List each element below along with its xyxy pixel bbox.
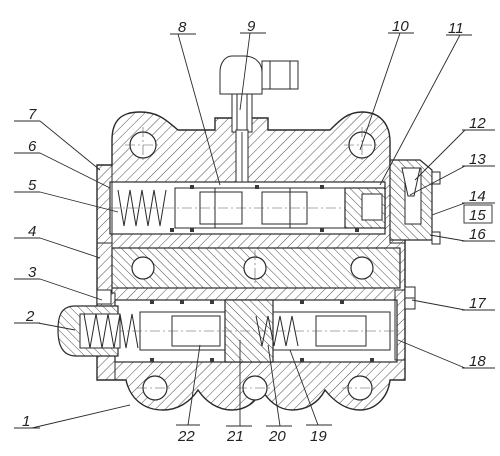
callout-4: 4 (28, 223, 36, 240)
elbow-fitting (219, 55, 299, 183)
leader-lines (14, 32, 495, 429)
callout-10: 10 (392, 18, 409, 35)
callout-14: 14 (469, 188, 486, 205)
callout-box-14-15 (463, 204, 493, 224)
callout-19: 19 (310, 428, 327, 445)
spring-cap (57, 289, 139, 357)
callout-11: 11 (448, 20, 464, 37)
callout-12: 12 (469, 115, 486, 132)
callout-15: 15 (469, 207, 486, 224)
callout-18: 18 (469, 353, 486, 370)
callout-9: 9 (247, 18, 256, 35)
lower-spool (60, 299, 400, 363)
callout-numbers: 1 2 3 4 5 6 7 8 9 10 11 12 13 14 15 16 1… (22, 18, 486, 445)
callout-1: 1 (22, 413, 30, 430)
right-plug (404, 286, 416, 310)
callout-21: 21 (226, 428, 244, 445)
callout-7: 7 (28, 106, 37, 123)
bolt-holes (125, 127, 380, 401)
callout-6: 6 (28, 138, 37, 155)
upper-spool (110, 185, 386, 232)
callout-16: 16 (469, 226, 486, 243)
callout-22: 22 (177, 428, 195, 445)
callout-2: 2 (25, 308, 35, 325)
right-check-valve (389, 159, 441, 245)
callout-8: 8 (178, 19, 187, 36)
callout-13: 13 (469, 151, 486, 168)
callout-5: 5 (28, 177, 37, 194)
callout-20: 20 (268, 428, 286, 445)
callout-17: 17 (469, 295, 486, 312)
callout-3: 3 (28, 264, 37, 281)
